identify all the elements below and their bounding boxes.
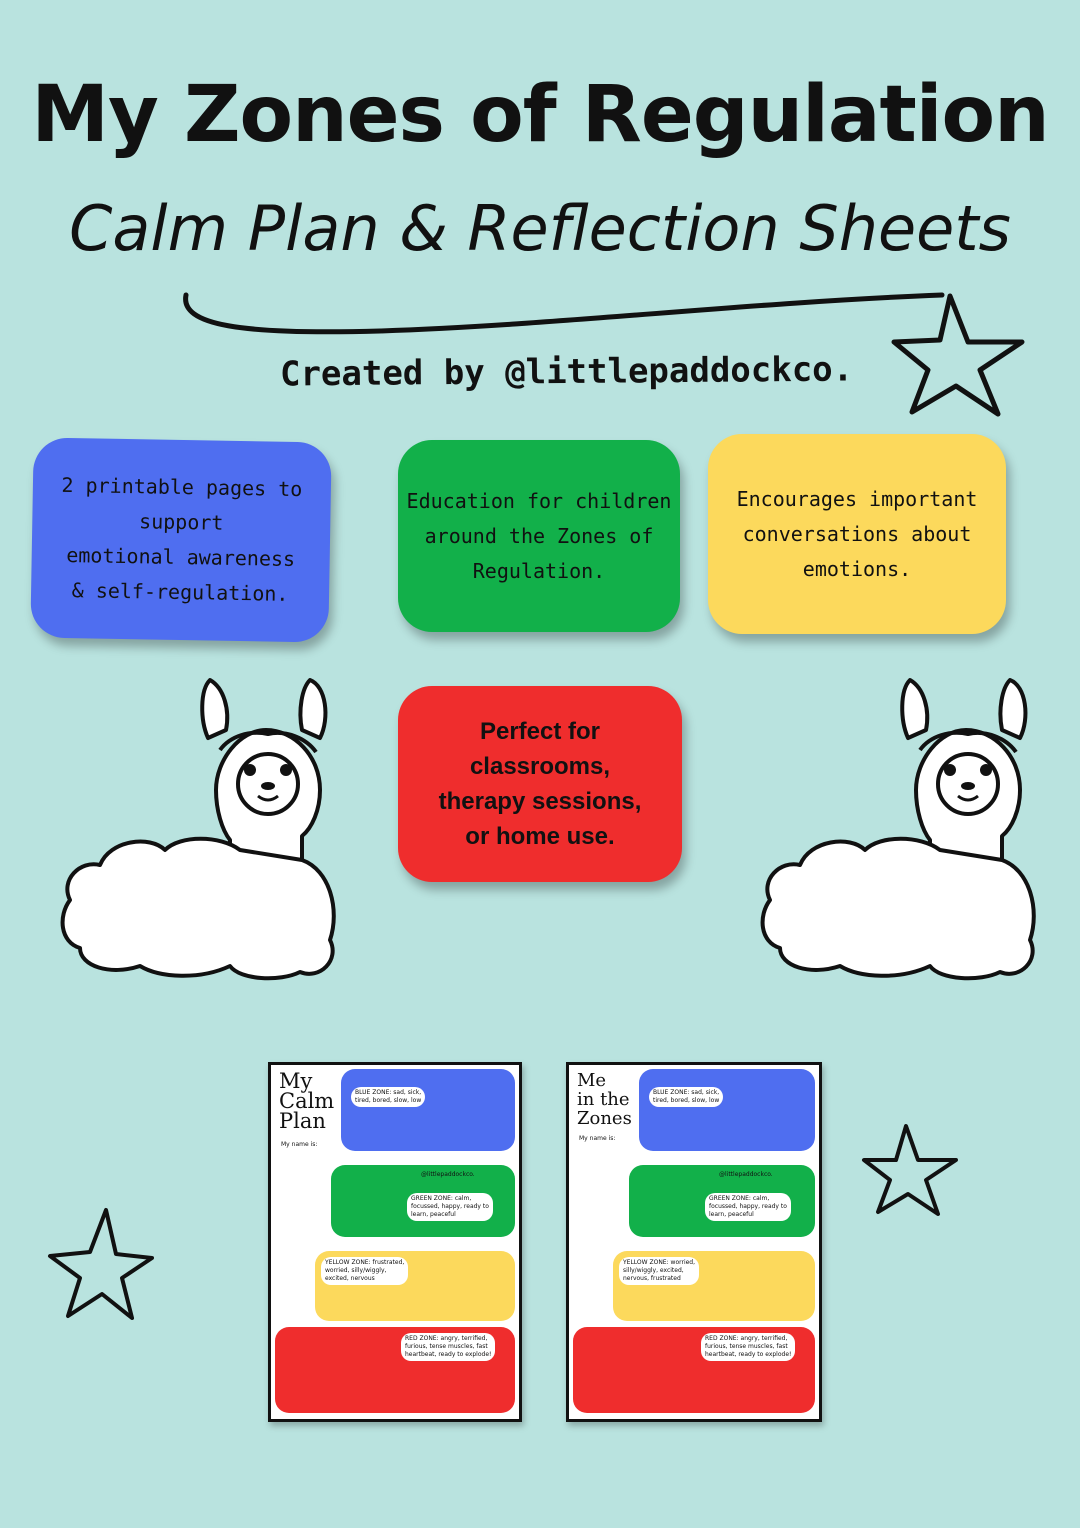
- sheet-title: Me in the Zones: [577, 1070, 632, 1129]
- sheet-name-label: My name is:: [579, 1135, 616, 1142]
- feature-card-green-text: Education for children around the Zones …: [406, 488, 672, 583]
- yellow-zone-text: YELLOW ZONE: worried, silly/wiggly, exci…: [619, 1257, 700, 1285]
- yellow-zone-text: YELLOW ZONE: frustrated, worried, silly/…: [321, 1257, 409, 1285]
- calm-plan-preview: My Calm Plan My name is: BLUE ZONE: sad,…: [268, 1062, 522, 1422]
- page-title: My Zones of Regulation: [31, 70, 1049, 160]
- credit-text: Created by @littlepaddockco.: [279, 349, 854, 395]
- feature-card-red-text: Perfect for classrooms, therapy sessions…: [438, 718, 642, 850]
- feature-card-green: Education for children around the Zones …: [398, 440, 680, 632]
- blue-zone-block: [341, 1069, 515, 1151]
- green-zone-text: GREEN ZONE: calm, focussed, happy, ready…: [407, 1193, 493, 1221]
- blue-zone-text: BLUE ZONE: sad, sick, tired, bored, slow…: [649, 1087, 724, 1107]
- llama-icon: [60, 678, 336, 981]
- star-icon: [48, 1208, 154, 1320]
- green-zone-handle: @littlepaddockco.: [719, 1171, 773, 1178]
- red-zone-text: RED ZONE: angry, terrified, furious, ten…: [401, 1333, 496, 1361]
- feature-card-blue: 2 printable pages to support emotional a…: [30, 437, 332, 643]
- feature-card-yellow-text: Encourages important conversations about…: [736, 486, 978, 581]
- me-in-zones-preview: Me in the Zones My name is: BLUE ZONE: s…: [566, 1062, 822, 1422]
- green-zone-handle: @littlepaddockco.: [421, 1171, 475, 1178]
- star-icon: [891, 293, 1025, 417]
- blue-zone-text: BLUE ZONE: sad, sick, tired, bored, slow…: [351, 1087, 426, 1107]
- blue-zone-block: [639, 1069, 815, 1151]
- star-icon: [862, 1124, 958, 1216]
- sheet-name-label: My name is:: [281, 1141, 318, 1148]
- green-zone-text: GREEN ZONE: calm, focussed, happy, ready…: [705, 1193, 791, 1221]
- page-subtitle: Calm Plan & Reflection Sheets: [69, 192, 1011, 265]
- swoosh-underline: [183, 292, 945, 335]
- sheet-title: My Calm Plan: [279, 1069, 335, 1133]
- feature-card-yellow: Encourages important conversations about…: [708, 434, 1006, 634]
- feature-card-red: Perfect for classrooms, therapy sessions…: [398, 686, 682, 882]
- red-zone-text: RED ZONE: angry, terrified, furious, ten…: [701, 1333, 796, 1361]
- llama-icon: [760, 678, 1036, 981]
- feature-card-blue-text: 2 printable pages to support emotional a…: [61, 472, 303, 606]
